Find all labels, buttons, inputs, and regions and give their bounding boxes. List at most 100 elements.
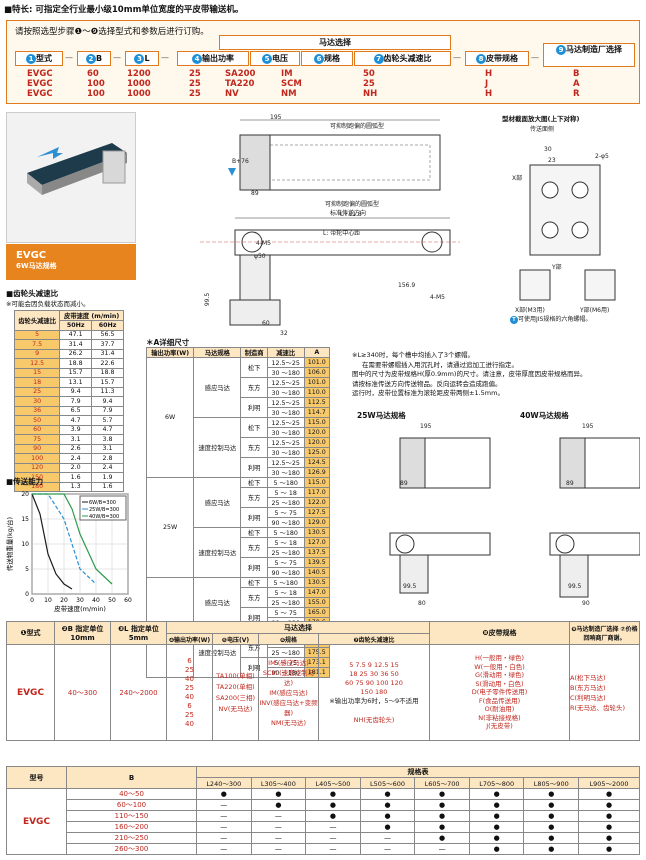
order-example-cell: 25 [363,79,375,89]
order-example-cell: J [485,79,489,89]
table-row: 260～300—————●●● [7,843,640,855]
order-example-cell: 50 [363,69,375,79]
dim-60: 32 [280,330,288,337]
order-example-cell: 25 [189,79,201,89]
note-3: 图中的尺寸为皮带规格H(厚0.9mm)的尺寸。请注意，皮带厚度因皮带规格而异。 [352,370,587,378]
order-example-cell: 25 [189,89,201,99]
order-example-cell: NM [281,89,297,99]
x-tick-label: 20 [60,597,68,604]
product-name: EVGC [16,250,47,261]
note-2: 在需要带螺帽插入用沉孔时，请通过追加工进行指定。 [362,360,518,369]
x-axis-label: 皮带速度(m/min) [54,604,106,613]
m40-dim-195: 195 [582,423,594,430]
dim-89: 89 [251,190,259,197]
profile-title: 型材截面放大图(上下对称) [502,115,580,123]
y-axis-label: 传送物重量(kg/台) [5,517,14,571]
order-example-cell: SA200 [225,69,256,79]
order-example-cell: EVGC [27,69,53,79]
motor-drawings [389,437,640,598]
notes-block: ※L≥340时，每个槽中均插入了3个螺帽。 在需要带螺帽插入用沉孔时，请通过追加… [352,351,637,399]
series-line [31,493,73,590]
profile-dim-2phi5: 2-φ5 [595,153,609,160]
legend-label: 25W/B=300 [89,507,119,513]
order-example-cell: 25 [189,69,201,79]
page-title: ■特长: 可指定全行业最小级10mm单位宽度的平皮带输送机。 [4,5,244,15]
m25-dim-80: 80 [418,600,426,607]
order-example-cell: H [485,69,493,79]
y-tick-label: 0 [25,591,29,598]
table-row: 110～150——●●●●●● [7,810,640,822]
x-tick-label: 40 [92,597,100,604]
order-example-cell: 1000 [127,89,151,99]
motor40-title: 40W马达规格 [520,411,569,420]
dim-arc-2: 可抑制跑偏的圆弧型 [325,201,380,208]
order-example-cell: A [573,79,580,89]
profile-y-label: Y部 [552,264,562,271]
note-5: 运行时，皮带位置标准为滚轮距皮带两侧±1.5mm。 [352,389,504,397]
table-row: 210～250————●●●● [7,832,640,844]
motor25-title: 25W马达规格 [357,411,406,420]
order-example-cell: 60 [87,69,99,79]
chart-title: ■传送能力 [6,477,44,486]
order-example-cell: TA220 [225,79,255,89]
product-banner: EVGC 6W马达规格 [6,244,136,280]
series-line [32,493,113,585]
order-example-cell: IM [281,69,293,79]
m40-dim-89: 89 [566,480,574,487]
y-tick-label: 20 [21,491,29,498]
dim-phi50: φ50 [254,253,266,260]
legend-label: 40W/B=300 [89,514,119,520]
profile-y-sub: Y部(M6用) [580,307,610,314]
dim-4m5: 4-M5 [256,240,271,247]
order-instruction: 请按照选型步骤❶～❾选择型式和参数后进行订购。 [15,27,209,37]
dim-995: 60 [262,320,270,327]
x-tick-label: 60 [124,597,132,604]
motor-select-header: 马达选择 [219,35,451,50]
y-tick-label: 5 [25,566,29,573]
m25-dim-995: 99.5 [403,583,417,590]
note-1: ※L≥340时，每个槽中均插入了3个螺帽。 [352,351,475,359]
order-example-cell: EVGC [27,79,53,89]
order-example-cell: NV [225,89,239,99]
dim-l518: L+51.8 [340,211,362,218]
dim-direction: 标准传送方向 [330,210,367,217]
gear-table-note: ※可能会因负载状态而减小。 [6,300,90,308]
product-photo [6,112,136,243]
order-example-cell: 100 [87,89,105,99]
m40-dim-90: 90 [582,600,590,607]
order-example-cell: H [485,89,493,99]
dim-arc-1: 可抑制跑偏的圆弧型 [330,123,385,130]
product-subtitle: 6W马达规格 [16,262,57,270]
y-tick-label: 10 [21,541,29,548]
dim-195: 195 [270,114,282,121]
